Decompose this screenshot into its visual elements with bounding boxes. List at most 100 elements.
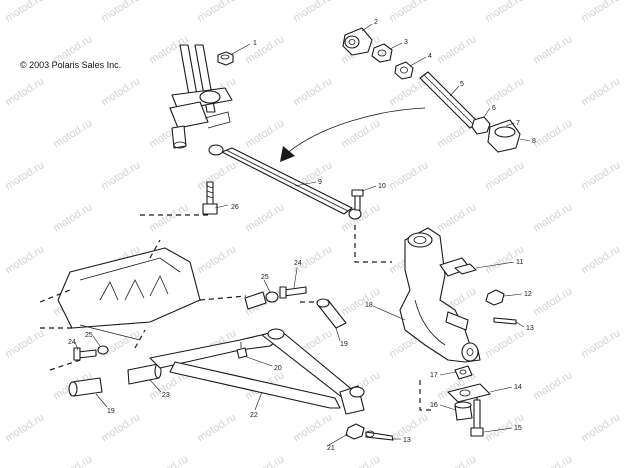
- watermark-text: motod.ru: [3, 243, 46, 276]
- watermark-text: motod.ru: [99, 0, 142, 25]
- bushing-frame-upper: [244, 291, 267, 310]
- watermark-text: motod.ru: [435, 201, 478, 234]
- callout-22: 22: [250, 412, 258, 419]
- bolt-part-26: [202, 181, 218, 215]
- nut-part-1: [217, 51, 234, 66]
- callout-15: 15: [514, 425, 522, 432]
- callout-13-upper: 13: [526, 325, 534, 332]
- callout-21: 21: [327, 445, 335, 452]
- cotter-pin-part-13-upper: [493, 317, 517, 325]
- watermark-text: motod.ru: [3, 159, 46, 192]
- mount-line-frame: [199, 295, 247, 301]
- watermark-text: motod.ru: [291, 75, 334, 108]
- bolt-part-24-upper: [279, 286, 307, 299]
- watermark-text: motod.ru: [387, 159, 430, 192]
- cotter-pin-part-13-lower: [365, 430, 394, 441]
- callout-10: 10: [378, 183, 386, 190]
- watermark-text: motod.ru: [531, 33, 574, 66]
- callout-14: 14: [514, 384, 522, 391]
- ball-joint-part-17: [454, 365, 473, 380]
- watermark-text: motod.ru: [483, 75, 526, 108]
- copyright-text: © 2003 Polaris Sales Inc.: [20, 60, 121, 70]
- plate-part-14: [447, 383, 491, 403]
- watermark-text: motod.ru: [579, 159, 622, 192]
- nut-part-21: [345, 423, 365, 440]
- callout-23: 23: [162, 392, 170, 399]
- spindle-knuckle-part-18: [399, 227, 481, 363]
- bushing-part-19-lower: [68, 377, 103, 397]
- callout-16: 16: [430, 402, 438, 409]
- watermark-text: motod.ru: [579, 75, 622, 108]
- watermark-text: motod.ru: [339, 117, 382, 150]
- bushing-part-19-upper: [316, 298, 347, 329]
- assembly-direction-arrow: [280, 107, 426, 162]
- callout-2: 2: [374, 19, 378, 26]
- watermark-text: motod.ru: [51, 453, 94, 468]
- mount-line-ball-joint: [419, 380, 432, 411]
- callout-leaders: [74, 23, 531, 447]
- bolt-part-24-lower: [73, 347, 97, 361]
- steering-post-bracket: [169, 44, 233, 149]
- callout-11: 11: [516, 259, 523, 266]
- watermark-text: motod.ru: [339, 453, 382, 468]
- watermark-text: motod.ru: [243, 201, 286, 234]
- watermark-text: motod.ru: [435, 33, 478, 66]
- a-arm-part-22: [149, 328, 365, 415]
- callout-13-lower: 13: [403, 437, 411, 444]
- watermark-text: motod.ru: [339, 285, 382, 318]
- callout-24-lower: 24: [68, 339, 76, 346]
- watermark-text: motod.ru: [51, 117, 94, 150]
- watermark-text: motod.ru: [531, 285, 574, 318]
- callout-20: 20: [274, 365, 282, 372]
- washer-part-11: [454, 263, 477, 275]
- watermark-text: motod.ru: [579, 411, 622, 444]
- callout-labels: 1 2 3 4 5 6 7 8 9 10 11 12 13 13 14 15 1…: [68, 19, 536, 452]
- watermark-text: motod.ru: [435, 453, 478, 468]
- watermark-text: motod.ru: [387, 0, 430, 25]
- grease-fitting-part-20: [236, 342, 248, 359]
- watermark-text: motod.ru: [531, 117, 574, 150]
- watermark-text: motod.ru: [195, 243, 238, 276]
- frame-section: [39, 239, 201, 371]
- tie-rod-end-part-8: [487, 119, 521, 153]
- callout-6: 6: [492, 105, 496, 112]
- watermark-text: motod.ru: [99, 411, 142, 444]
- watermark-text: motod.ru: [3, 0, 46, 25]
- watermark-text: motod.ru: [531, 453, 574, 468]
- callout-3: 3: [404, 39, 408, 46]
- mount-line-knuckle: [354, 225, 392, 263]
- watermark-text: motod.ru: [291, 411, 334, 444]
- callout-12: 12: [524, 291, 532, 298]
- callout-8: 8: [532, 138, 536, 145]
- callout-25-lower: 25: [85, 332, 93, 339]
- watermark-text: motod.ru: [483, 327, 526, 360]
- washer-part-25-upper: [265, 291, 279, 303]
- callout-19-upper: 19: [340, 341, 348, 348]
- watermark-text: motod.ru: [195, 411, 238, 444]
- watermark-text: motod.ru: [3, 75, 46, 108]
- watermark-text: motod.ru: [195, 159, 238, 192]
- callout-26: 26: [231, 204, 239, 211]
- tie-rod-tube-part-5: [419, 71, 479, 129]
- callout-17: 17: [430, 372, 438, 379]
- callout-5: 5: [460, 81, 464, 88]
- watermark-text: motod.ru: [243, 453, 286, 468]
- jam-nut-part-3: [371, 43, 393, 63]
- nut-part-6: [471, 116, 491, 135]
- watermark-text: motod.ru: [291, 0, 334, 25]
- callout-7: 7: [516, 120, 520, 127]
- callout-9: 9: [318, 179, 322, 186]
- watermark-text: motod.ru: [3, 411, 46, 444]
- watermark-text: motod.ru: [99, 159, 142, 192]
- callout-19-lower: 19: [107, 408, 115, 415]
- tie-rod-end-part-2: [342, 27, 373, 56]
- pivot-shaft-part-23: [127, 363, 162, 385]
- watermark-text: motod.ru: [531, 369, 574, 402]
- nut-part-12: [485, 289, 505, 306]
- watermark-text: motod.ru: [99, 327, 142, 360]
- washer-part-25-lower: [97, 345, 109, 355]
- watermark-text: motod.ru: [579, 0, 622, 25]
- ball-joint-part-16: [454, 401, 473, 421]
